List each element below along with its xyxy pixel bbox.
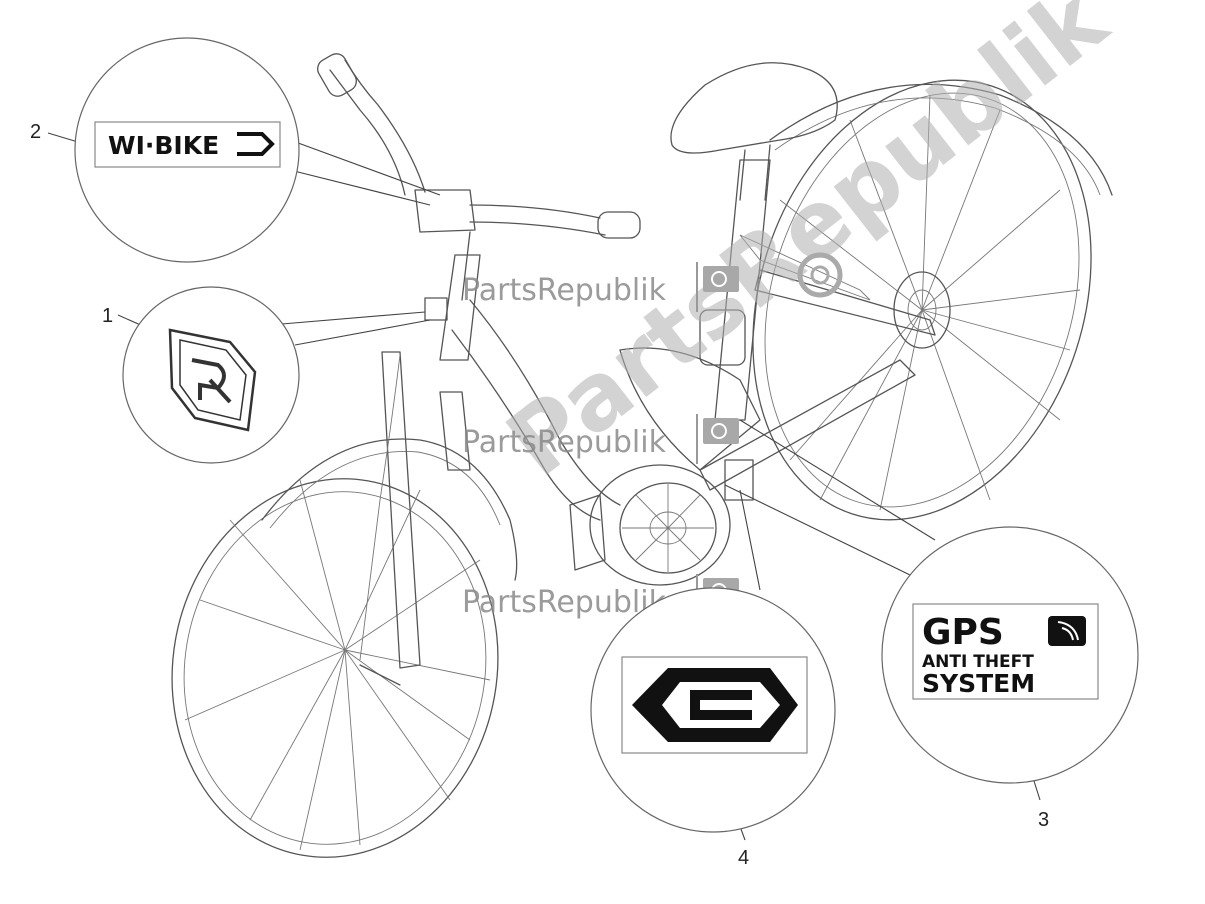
frame bbox=[439, 159, 936, 521]
callout-1: 1 bbox=[102, 286, 300, 464]
front-wheel bbox=[171, 438, 518, 858]
callout-number-1: 1 bbox=[102, 305, 113, 327]
gear-icon bbox=[797, 252, 843, 298]
rear-wheel bbox=[752, 79, 1113, 521]
gps-decal-line-1: GPS bbox=[922, 612, 1004, 653]
callout-2: WI·BIKE 2 bbox=[30, 37, 300, 263]
gear-flag-icon bbox=[696, 414, 739, 464]
callout-number-2: 2 bbox=[30, 121, 41, 143]
watermark-diagonal: PartsRepublik bbox=[488, 0, 1127, 497]
watermark-label-top: PartsRepublik bbox=[462, 273, 667, 308]
watermark-label-bottom: PartsRepublik bbox=[462, 585, 667, 620]
piaggio-emblem-icon bbox=[168, 328, 257, 432]
wibike-decal-text: WI·BIKE bbox=[108, 131, 219, 160]
handlebar bbox=[317, 53, 641, 321]
bicycle-drawing bbox=[171, 53, 1113, 858]
callout-3: GPS ANTI THEFT SYSTEM 3 bbox=[881, 526, 1139, 831]
arrow-icon bbox=[237, 132, 275, 156]
callout-number-3: 3 bbox=[1038, 809, 1049, 831]
motor-unit bbox=[569, 459, 754, 586]
gps-decal-line-3: SYSTEM bbox=[922, 669, 1035, 698]
watermark-label-middle: PartsRepublik bbox=[462, 425, 667, 460]
front-fork bbox=[359, 351, 471, 686]
callout-4: 4 bbox=[590, 587, 836, 869]
saddle bbox=[670, 62, 838, 201]
phone-icon bbox=[1048, 616, 1086, 646]
callout-number-4: 4 bbox=[738, 847, 749, 869]
gear-flag-icon bbox=[696, 262, 739, 312]
e-arrow-decal-icon bbox=[632, 668, 798, 742]
gps-decal-line-2: ANTI THEFT bbox=[922, 652, 1034, 672]
